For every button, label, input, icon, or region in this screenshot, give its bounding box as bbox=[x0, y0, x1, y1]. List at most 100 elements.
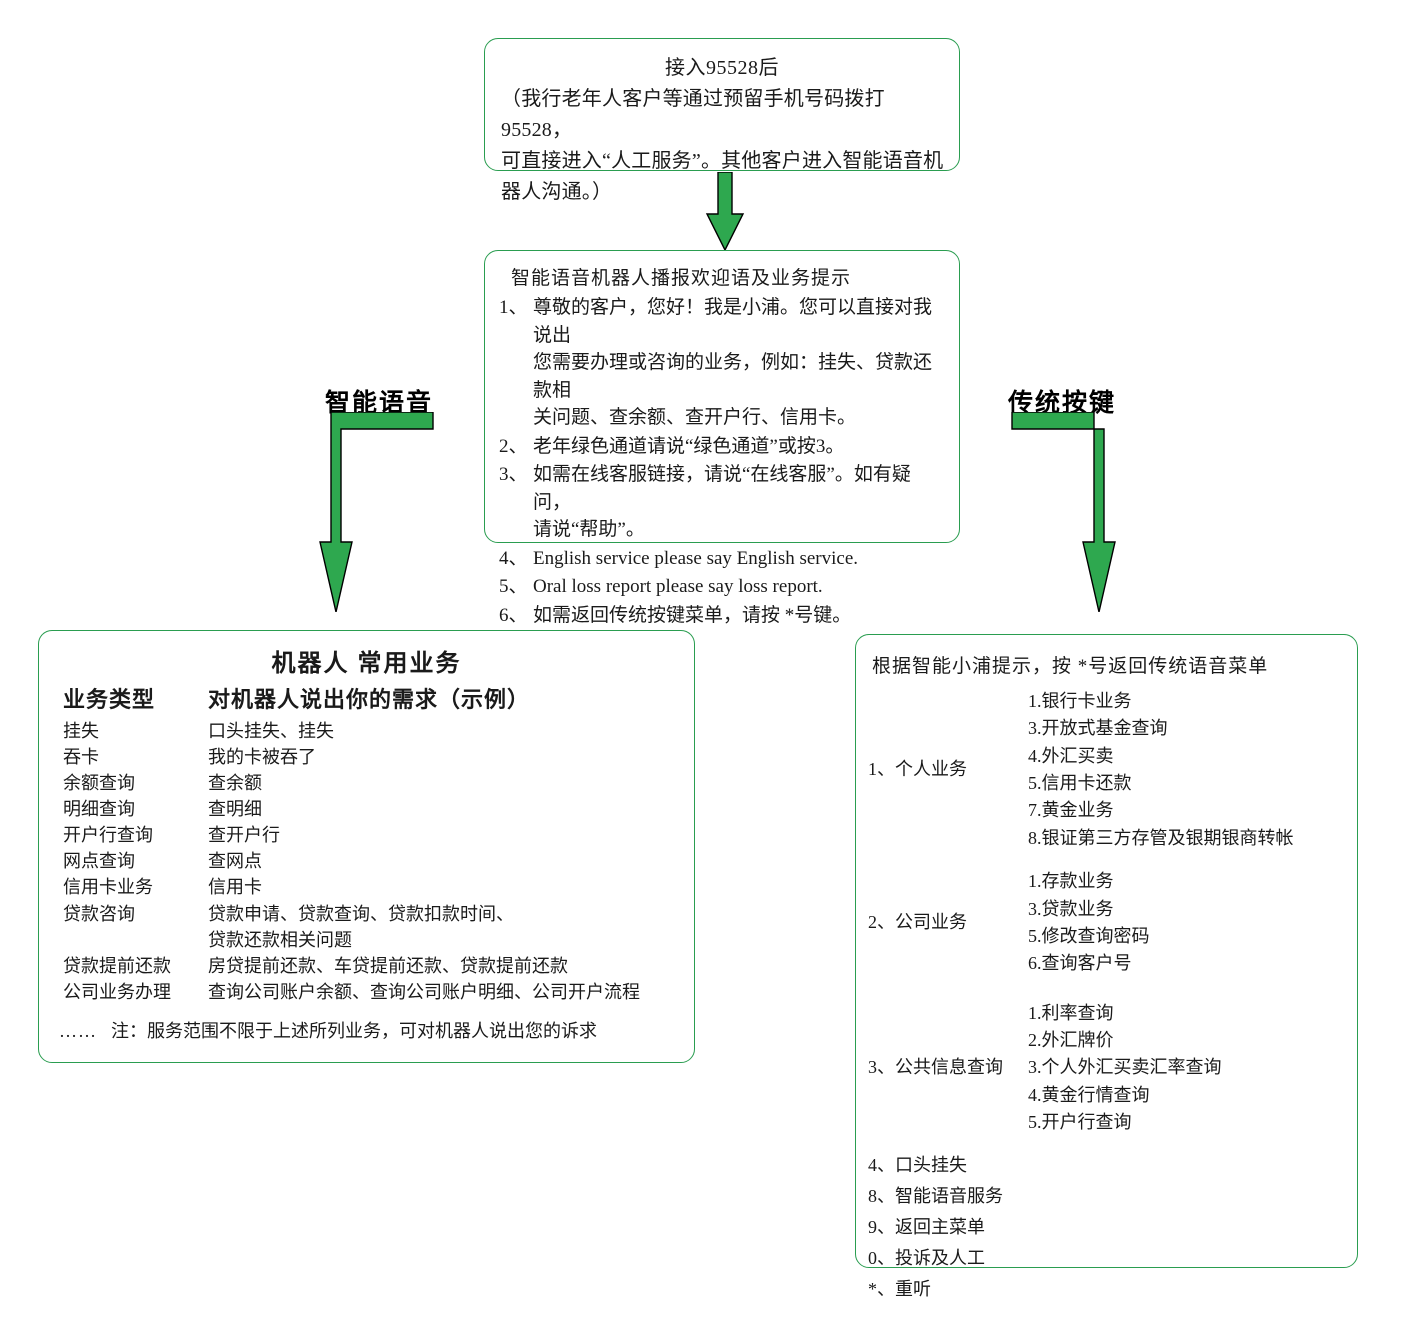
menu-item: 0、投诉及人工 bbox=[868, 1248, 985, 1269]
robot-item-text: 尊敬的客户，您好！我是小浦。您可以直接对我说出 您需要办理或咨询的业务，例如：挂… bbox=[533, 294, 945, 432]
robot-item-line: 如需在线客服链接，请说“在线客服”。如有疑问， bbox=[533, 464, 911, 513]
robot-list-item: 4、 English service please say English se… bbox=[499, 545, 945, 573]
arrow-smart-voice bbox=[319, 412, 434, 612]
left-box-title: 机器人 常用业务 bbox=[271, 651, 462, 677]
robot-item-text: 老年绿色通道请说“绿色通道”或按3。 bbox=[533, 433, 945, 461]
robot-announcement-box: 智能语音机器人播报欢迎语及业务提示 1、 尊敬的客户，您好！我是小浦。您可以直接… bbox=[484, 250, 960, 626]
cell-type: 贷款提前还款 bbox=[63, 955, 171, 976]
robot-item-line: 如需返回传统按键菜单，请按 *号键。 bbox=[533, 605, 852, 627]
cell-example: 查网点 bbox=[208, 851, 262, 872]
entry-box-body: （我行老年人客户等通过预留手机号码拨打95528， 可直接进入“人工服务”。其他… bbox=[485, 84, 959, 208]
cell-type: 挂失 bbox=[63, 720, 99, 741]
menu-item: 4、口头挂失 bbox=[868, 1155, 967, 1176]
table-row: 贷款提前还款 房贷提前还款、车贷提前还款、贷款提前还款 bbox=[63, 953, 694, 979]
menu-item: 7.黄金业务 bbox=[1028, 800, 1114, 821]
table-row: 开户行查询 查开户行 bbox=[63, 822, 694, 848]
robot-item-number: 6、 bbox=[499, 605, 528, 627]
menu-item: 5.开户行查询 bbox=[1028, 1112, 1132, 1133]
robot-item-number: 5、 bbox=[499, 576, 528, 598]
menu-item: 5.信用卡还款 bbox=[1028, 773, 1132, 794]
menu-group-label: 2、公司业务 bbox=[868, 912, 967, 933]
cell-example: 房贷提前还款、车贷提前还款、贷款提前还款 bbox=[208, 955, 568, 976]
cell-type: 明细查询 bbox=[63, 799, 135, 820]
cell-example: 我的卡被吞了 bbox=[208, 746, 316, 767]
left-box-note: …… 注：服务范围不限于上述所列业务，可对机器人说出您的诉求 bbox=[39, 1005, 694, 1044]
menu-item: 6.查询客户号 bbox=[1028, 953, 1132, 974]
note-ellipsis: …… bbox=[59, 1020, 97, 1041]
arrow-entry-to-robot bbox=[705, 172, 745, 250]
arrow-traditional-keys bbox=[1011, 412, 1116, 612]
robot-item-text: 如需在线客服链接，请说“在线客服”。如有疑问， 请说“帮助”。 bbox=[533, 461, 945, 544]
menu-item: 9、返回主菜单 bbox=[868, 1217, 985, 1238]
menu-item: 3.开放式基金查询 bbox=[1028, 718, 1168, 739]
robot-item-line: 关问题、查余额、查开户行、信用卡。 bbox=[533, 407, 857, 429]
table-row: 明细查询 查明细 bbox=[63, 796, 694, 822]
cell-type: 公司业务办理 bbox=[63, 981, 171, 1002]
cell-example-continued: 贷款还款相关问题 bbox=[208, 929, 352, 950]
cell-example: 口头挂失、挂失 bbox=[208, 720, 334, 741]
menu-item: 3.个人外汇买卖汇率查询 bbox=[1028, 1057, 1222, 1078]
column-header-type: 业务类型 bbox=[63, 687, 156, 712]
menu-item: 2.外汇牌价 bbox=[1028, 1029, 1114, 1050]
menu-group-personal: 1、个人业务 1.银行卡业务 3.开放式基金查询 4.外汇买卖 5.信用卡还款 … bbox=[856, 688, 1357, 852]
robot-list-item: 5、 Oral loss report please say loss repo… bbox=[499, 573, 945, 601]
cell-example: 贷款申请、贷款查询、贷款扣款时间、 bbox=[208, 903, 514, 924]
table-row: 网点查询 查网点 bbox=[63, 848, 694, 874]
robot-list-item: 3、 如需在线客服链接，请说“在线客服”。如有疑问， 请说“帮助”。 bbox=[499, 461, 945, 544]
menu-group-items: 1.存款业务 3.贷款业务 5.修改查询密码 6.查询客户号 bbox=[1028, 868, 1357, 977]
menu-item: 4.外汇买卖 bbox=[1028, 745, 1114, 766]
cell-example: 查询公司账户余额、查询公司账户明细、公司开户流程 bbox=[208, 981, 640, 1002]
table-row: 公司业务办理 查询公司账户余额、查询公司账户明细、公司开户流程 bbox=[63, 979, 694, 1005]
table-row: 贷款咨询 贷款申请、贷款查询、贷款扣款时间、 贷款还款相关问题 bbox=[63, 901, 694, 953]
robot-box-list: 1、 尊敬的客户，您好！我是小浦。您可以直接对我说出 您需要办理或咨询的业务，例… bbox=[485, 294, 959, 630]
right-box-heading: 根据智能小浦提示，按 *号返回传统语音菜单 bbox=[872, 656, 1269, 677]
robot-item-line: 尊敬的客户，您好！我是小浦。您可以直接对我说出 bbox=[533, 297, 933, 346]
robot-item-line: English service please say English servi… bbox=[533, 547, 859, 569]
menu-item: 4.黄金行情查询 bbox=[1028, 1084, 1150, 1105]
robot-item-number: 3、 bbox=[499, 464, 528, 486]
menu-group-company: 2、公司业务 1.存款业务 3.贷款业务 5.修改查询密码 6.查询客户号 bbox=[856, 868, 1357, 977]
robot-item-number: 4、 bbox=[499, 547, 528, 569]
menu-simple-items: 4、口头挂失 8、智能语音服务 9、返回主菜单 0、投诉及人工 *、重听 bbox=[856, 1150, 1357, 1305]
cell-example: 信用卡 bbox=[208, 877, 262, 898]
robot-common-services-box: 机器人 常用业务 业务类型 对机器人说出你的需求（示例） 挂失 口头挂失、挂失 … bbox=[38, 630, 695, 1063]
entry-box-line: 器人沟通。） bbox=[501, 181, 613, 203]
menu-item: 8.银证第三方存管及银期银商转帐 bbox=[1028, 827, 1294, 848]
robot-list-item: 1、 尊敬的客户，您好！我是小浦。您可以直接对我说出 您需要办理或咨询的业务，例… bbox=[499, 294, 945, 432]
cell-type: 信用卡业务 bbox=[63, 877, 153, 898]
table-header-row: 业务类型 对机器人说出你的需求（示例） bbox=[63, 684, 694, 716]
menu-item: 1.利率查询 bbox=[1028, 1002, 1114, 1023]
menu-item: *、重听 bbox=[868, 1279, 931, 1300]
menu-item: 1.存款业务 bbox=[1028, 871, 1114, 892]
robot-list-item: 2、 老年绿色通道请说“绿色通道”或按3。 bbox=[499, 433, 945, 461]
robot-item-line: 请说“帮助”。 bbox=[533, 519, 645, 541]
table-row: 余额查询 查余额 bbox=[63, 770, 694, 796]
robot-item-line: Oral loss report please say loss report. bbox=[533, 576, 823, 598]
cell-example: 查余额 bbox=[208, 773, 262, 794]
cell-type: 贷款咨询 bbox=[63, 903, 135, 924]
services-table: 业务类型 对机器人说出你的需求（示例） 挂失 口头挂失、挂失 吞卡 我的卡被吞了… bbox=[39, 684, 694, 1005]
menu-group-label: 1、个人业务 bbox=[868, 759, 967, 780]
entry-box: 接入95528后 （我行老年人客户等通过预留手机号码拨打95528， 可直接进入… bbox=[484, 38, 960, 203]
table-row: 挂失 口头挂失、挂失 bbox=[63, 718, 694, 744]
robot-list-item: 6、 如需返回传统按键菜单，请按 *号键。 bbox=[499, 602, 945, 630]
robot-item-text: English service please say English servi… bbox=[533, 545, 945, 573]
table-row: 吞卡 我的卡被吞了 bbox=[63, 744, 694, 770]
menu-item: 1.银行卡业务 bbox=[1028, 691, 1132, 711]
entry-box-line: 可直接进入“人工服务”。其他客户进入智能语音机 bbox=[501, 150, 944, 172]
note-text: 注：服务范围不限于上述所列业务，可对机器人说出您的诉求 bbox=[111, 1020, 597, 1041]
cell-example: 查明细 bbox=[208, 799, 262, 820]
cell-type: 网点查询 bbox=[63, 851, 135, 872]
menu-group-items: 1.银行卡业务 3.开放式基金查询 4.外汇买卖 5.信用卡还款 7.黄金业务 … bbox=[1028, 688, 1357, 852]
cell-example-group: 贷款申请、贷款查询、贷款扣款时间、 贷款还款相关问题 bbox=[208, 901, 694, 953]
menu-group-label: 3、公共信息查询 bbox=[868, 1057, 1003, 1078]
robot-item-line: 老年绿色通道请说“绿色通道”或按3。 bbox=[533, 435, 845, 457]
cell-type: 开户行查询 bbox=[63, 825, 153, 846]
cell-example: 查开户行 bbox=[208, 825, 280, 846]
column-header-example: 对机器人说出你的需求（示例） bbox=[208, 687, 531, 712]
menu-item: 5.修改查询密码 bbox=[1028, 925, 1150, 946]
robot-box-heading: 智能语音机器人播报欢迎语及业务提示 bbox=[511, 268, 852, 289]
robot-item-text: Oral loss report please say loss report. bbox=[533, 573, 945, 601]
robot-item-number: 2、 bbox=[499, 435, 528, 457]
